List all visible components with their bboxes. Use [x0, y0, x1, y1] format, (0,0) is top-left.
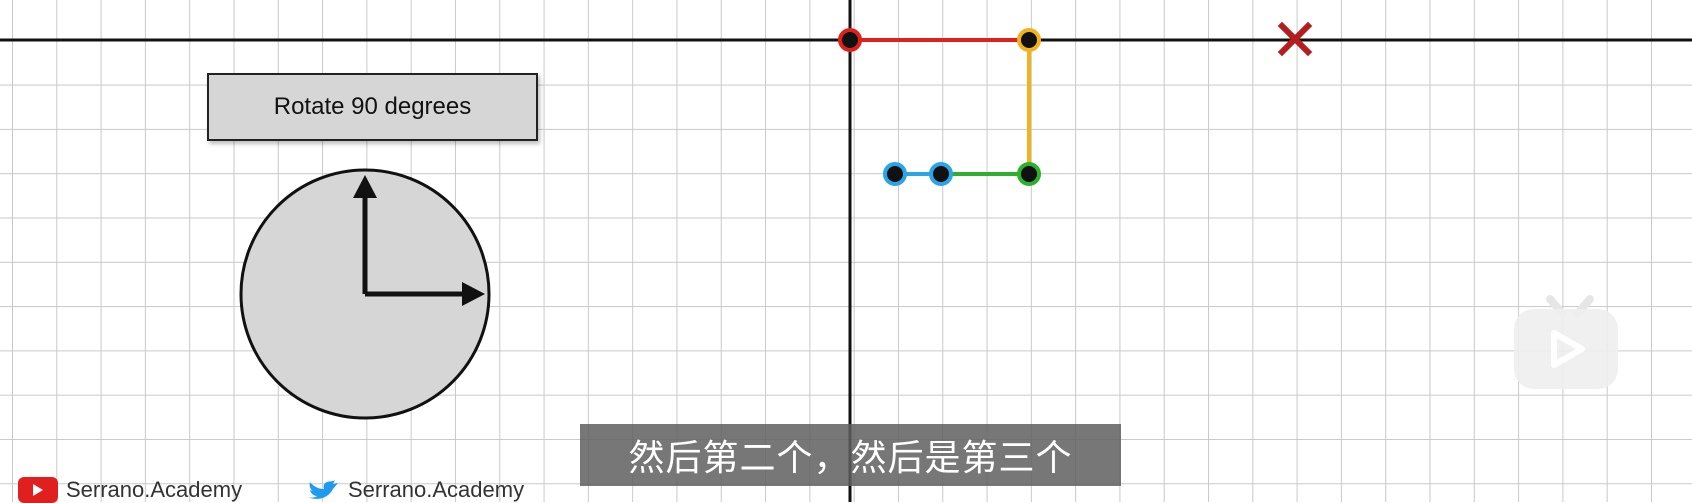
- rotate-instruction-box: Rotate 90 degrees: [207, 73, 538, 141]
- twitter-credit: Serrano.Academy: [306, 477, 525, 502]
- youtube-credit: Serrano.Academy: [18, 477, 243, 503]
- path-point-blue: [929, 162, 953, 186]
- video-subtitle: 然后第二个，然后是第三个: [580, 424, 1121, 486]
- path-point-end: [883, 162, 907, 186]
- youtube-handle: Serrano.Academy: [66, 477, 243, 502]
- x-mark-icon: [1277, 21, 1313, 57]
- path-point-green: [1017, 162, 1041, 186]
- tv-play-logo-icon: [1510, 285, 1622, 393]
- path-point-corner: [1017, 28, 1041, 52]
- youtube-icon: [18, 477, 58, 503]
- path-point-start: [838, 28, 862, 52]
- twitter-icon: [308, 480, 338, 499]
- rotation-clock-icon: [239, 168, 491, 420]
- twitter-handle: Serrano.Academy: [348, 477, 525, 502]
